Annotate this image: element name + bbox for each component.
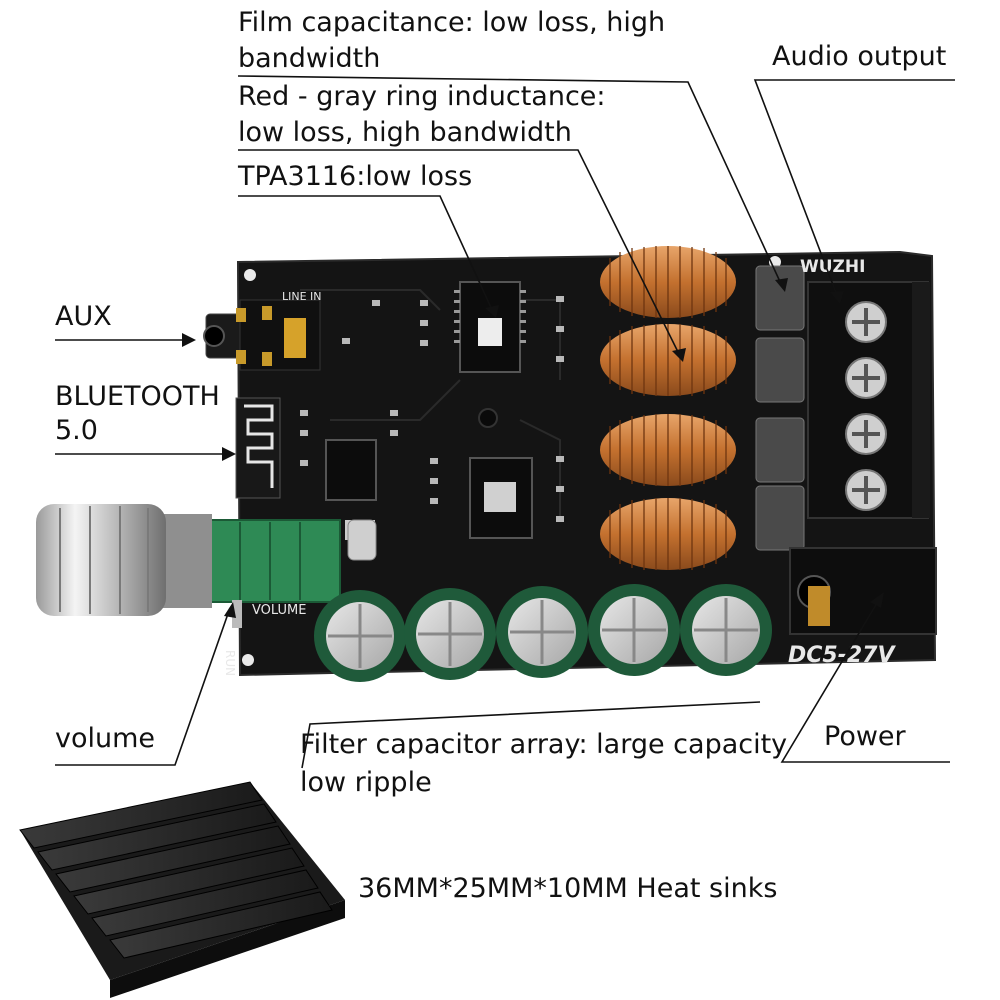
inductor-label-2: low loss, high bandwidth <box>238 117 572 148</box>
film-capacitance-label: Film capacitance: low loss, high <box>238 7 666 38</box>
bluetooth-module <box>235 397 281 499</box>
power-label: Power <box>824 721 906 752</box>
volume-potentiometer <box>36 504 341 628</box>
voltage-silkscreen: DC5-27V <box>788 643 896 668</box>
volume-label: volume <box>55 723 156 754</box>
callout-arrowheads <box>182 278 884 618</box>
filter-capacitor-label-2: low ripple <box>300 767 432 798</box>
filter-capacitor-label: Filter capacitor array: large capacity <box>300 729 788 760</box>
film-capacitance-label-2: bandwidth <box>238 43 381 74</box>
bluetooth-label: BLUETOOTH <box>55 381 220 412</box>
callout-lines <box>55 75 955 769</box>
ic-chips <box>300 281 564 561</box>
dc-power-jack <box>789 547 937 635</box>
heat-sink <box>19 781 345 998</box>
heatsink-label: 36MM*25MM*10MM Heat sinks <box>358 873 778 904</box>
filter-capacitors <box>314 584 772 682</box>
aux-label: AUX <box>55 301 112 332</box>
inductor-label: Red - gray ring inductance: <box>238 81 606 112</box>
aux-jack <box>203 299 321 371</box>
run-silkscreen: RUN <box>223 650 237 676</box>
chip-label: TPA3116:low loss <box>238 161 473 192</box>
audio-output-label: Audio output <box>772 41 947 72</box>
film-capacitors <box>755 265 805 551</box>
brand-silkscreen: WUZHI <box>800 257 865 277</box>
line-in-silkscreen: LINE IN <box>282 290 322 303</box>
terminal-block <box>807 281 930 519</box>
volume-silkscreen: VOLUME <box>252 603 306 618</box>
bluetooth-version-label: 5.0 <box>55 415 98 446</box>
